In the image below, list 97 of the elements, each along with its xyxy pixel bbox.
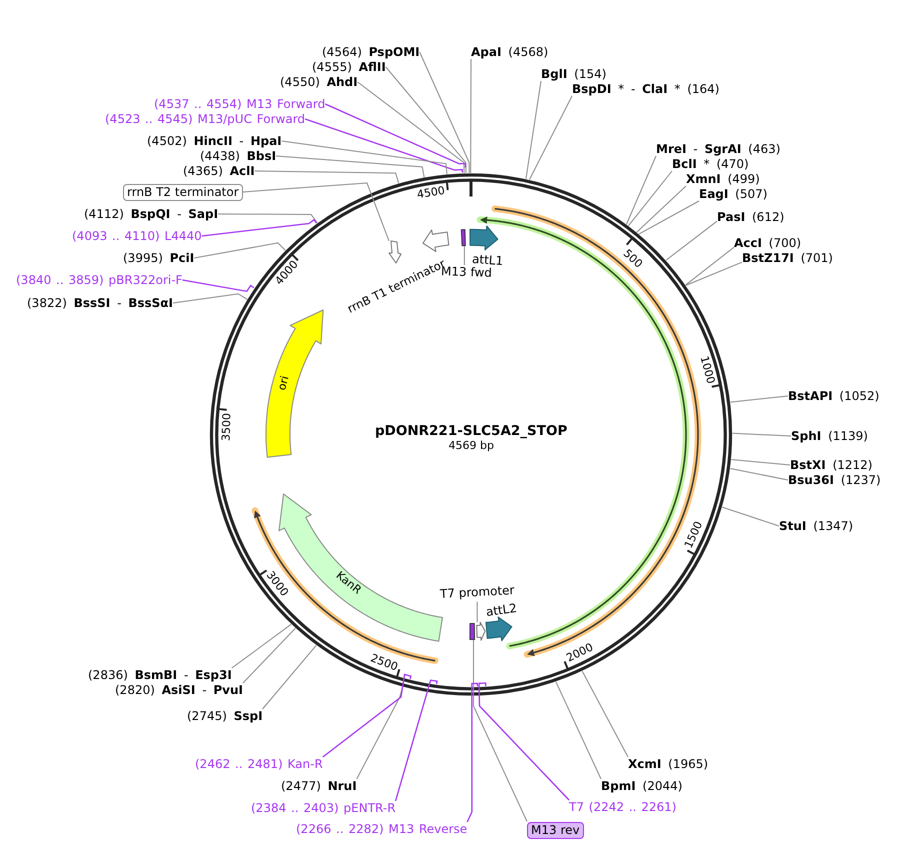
leader-line (242, 628, 296, 684)
leader-line (218, 214, 318, 224)
leader-line (304, 118, 463, 173)
restriction-site-label: BclI* (470) (672, 157, 749, 171)
leader-line (582, 670, 628, 758)
scale-label: 500 (620, 248, 644, 272)
restriction-site-label: ApaI (4568) (471, 45, 548, 59)
restriction-site-label: BspDI* - ClaI* (164) (572, 82, 720, 96)
restriction-site-label: (2745) SspI (187, 709, 263, 723)
scale-label: 4500 (416, 185, 446, 202)
leader-line (470, 58, 472, 174)
feature-bar (460, 229, 466, 246)
feature-label: ori (276, 375, 293, 392)
restriction-site-label: StuI (1347) (779, 519, 854, 533)
leader-line (394, 679, 438, 802)
leader-line (685, 246, 734, 286)
primer-label: T7 (2242 .. 2261) (569, 800, 676, 814)
scale-label: 2500 (368, 652, 399, 674)
restriction-site-label: XcmI (1965) (628, 757, 708, 771)
leader-line (555, 681, 602, 780)
plasmid-length: 4569 bp (448, 438, 494, 452)
restriction-site-label: EagI (507) (699, 187, 768, 201)
restriction-site-label: (4564) PspOMI (322, 45, 420, 59)
leader-line (262, 644, 317, 710)
primer-tag: M13 rev (527, 822, 584, 838)
scale-label: 3500 (220, 412, 234, 442)
leader-line (476, 601, 478, 623)
leader-line (478, 682, 570, 800)
leader-line (528, 96, 572, 180)
restriction-site-label: XmnI (499) (686, 172, 760, 186)
leader-line (466, 682, 478, 822)
restriction-site-label: (4502) HincII - HpaI (147, 134, 282, 148)
leader-line (172, 293, 248, 304)
restriction-site-label: (4550) AhdI (280, 75, 358, 89)
restriction-site-label: (3822) BssSI - BssSαI (27, 296, 174, 310)
leader-line (730, 468, 788, 480)
leader-line (685, 262, 742, 286)
restriction-site-label: (3995) PciI (123, 251, 194, 265)
leader-line (636, 186, 686, 233)
leader-line (231, 624, 292, 668)
leader-line (628, 170, 672, 226)
primer-label: (2266 .. 2282) M13 Reverse (296, 822, 468, 836)
restriction-site-label: Bsu36I (1237) (788, 473, 881, 487)
restriction-site-label: (4365) AclI (183, 164, 255, 178)
leader-line (281, 140, 448, 175)
sequence-feature (476, 622, 486, 641)
primer-label: (3840 .. 3859) pBR322ori-F (16, 273, 182, 287)
primer-label: (2462 .. 2481) Kan-R (195, 757, 323, 771)
restriction-site-label: PasI (612) (717, 210, 784, 224)
leader-line (194, 242, 286, 258)
leader-line (324, 103, 466, 168)
leader-line (638, 200, 700, 235)
restriction-site-label: (4555) AflII (312, 60, 386, 74)
leader-line (182, 279, 254, 292)
leader-line (525, 80, 542, 180)
leader-line (419, 52, 470, 174)
leader-line (254, 170, 400, 184)
feature-label: attL2 (486, 602, 518, 620)
leader-line (730, 459, 790, 466)
feature-tag: rrnB T2 terminator (123, 184, 243, 200)
restriction-site-label: BstAPI (1052) (788, 389, 880, 403)
restriction-site-label: (2820) AsiSI - PvuI (115, 683, 243, 697)
scale-label: 1500 (682, 520, 706, 550)
leader-line (473, 639, 528, 822)
restriction-site-label: (4112) BspQI - SapI (84, 207, 218, 221)
leader-line (385, 66, 466, 174)
plasmid-name: pDONR221-SLC5A2_STOP (375, 422, 568, 438)
restriction-site-label: (2477) NruI (281, 779, 357, 793)
leader-line (730, 396, 788, 403)
leader-line (357, 82, 465, 174)
restriction-site-label: SphI (1139) (791, 429, 868, 443)
primer-label: (4537 .. 4554) M13 Forward (154, 97, 326, 111)
leader-line (626, 156, 656, 225)
leader-line (202, 218, 317, 237)
leader-line (276, 156, 425, 178)
feature-label: attL1 (472, 252, 504, 268)
restriction-site-label: (2836) BsmBI - Esp3I (88, 668, 232, 682)
feature-label: T7 promoter (440, 584, 515, 602)
scale-label: 1000 (697, 355, 716, 386)
feature-bar (469, 622, 476, 640)
leader-line (666, 220, 718, 261)
leader-line (464, 245, 465, 266)
restriction-site-label: (4438) BbsI (200, 149, 276, 163)
restriction-site-label: BglI (154) (541, 67, 606, 81)
restriction-site-label: BpmI (2044) (601, 779, 682, 793)
primer-label: (2384 .. 2403) pENTR-R (251, 801, 396, 815)
scale-label: 2000 (564, 642, 595, 666)
restriction-site-label: BstXI (1212) (790, 458, 872, 472)
leader-line (242, 182, 390, 242)
primer-label: (4093 .. 4110) L4440 (72, 229, 202, 243)
restriction-site-label: MreI - SgrAI (463) (656, 142, 780, 156)
primer-label: (4523 .. 4545) M13/pUC Forward (105, 112, 306, 126)
restriction-site-label: BstZ17I (701) (742, 251, 833, 265)
restriction-site-label: AccI (700) (734, 236, 802, 250)
leader-line (722, 506, 780, 526)
leader-line (732, 432, 792, 436)
leader-line (322, 674, 412, 758)
